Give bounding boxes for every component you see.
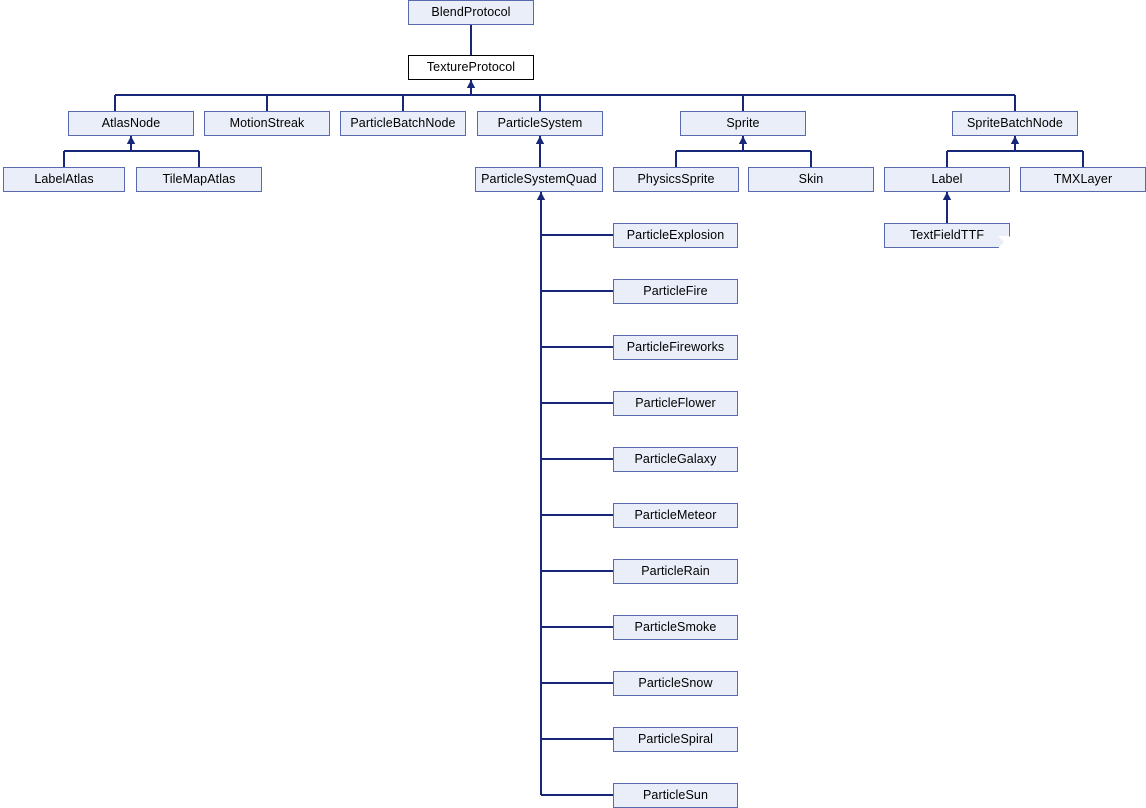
class-node-labelatlas[interactable]: LabelAtlas (3, 167, 125, 192)
class-node-particlemeteor[interactable]: ParticleMeteor (613, 503, 738, 528)
class-node-label: ParticleSpiral (637, 732, 714, 747)
class-node-label: TMXLayer (1053, 172, 1113, 187)
class-node-label: BlendProtocol (431, 5, 511, 20)
class-node-tilemapatlas[interactable]: TileMapAtlas (136, 167, 262, 192)
inheritance-arrowhead (738, 136, 748, 144)
class-node-particleflower[interactable]: ParticleFlower (613, 391, 738, 416)
inheritance-arrowhead (536, 192, 546, 200)
class-node-label: ParticleBatchNode (350, 116, 456, 131)
class-node-label: ParticleSnow (638, 676, 713, 691)
class-node-label: Skin (798, 172, 824, 187)
class-node-motionstreak[interactable]: MotionStreak (204, 111, 330, 136)
class-node-textfieldttf[interactable]: TextFieldTTF (884, 223, 1010, 248)
edge-group-particlesystemquad-children-trunk (536, 192, 613, 796)
inheritance-arrowhead (466, 80, 476, 88)
class-node-particlesystemquad[interactable]: ParticleSystemQuad (475, 167, 603, 192)
edge-group-label-to-textfieldttf (942, 192, 952, 223)
class-node-label: ParticleFireworks (626, 340, 725, 355)
edge-group-particlesystem-to-quad (535, 136, 545, 167)
class-node-particlesun[interactable]: ParticleSun (613, 783, 738, 808)
class-node-particlegalaxy[interactable]: ParticleGalaxy (613, 447, 738, 472)
class-node-atlasnode[interactable]: AtlasNode (68, 111, 194, 136)
class-node-label: AtlasNode (101, 116, 161, 131)
inheritance-arrowhead (126, 136, 136, 144)
class-node-skin[interactable]: Skin (748, 167, 874, 192)
class-node-label: ParticleExplosion (626, 228, 725, 243)
class-node-label: TextFieldTTF (909, 228, 985, 243)
class-node-particleexplosion[interactable]: ParticleExplosion (613, 223, 738, 248)
class-node-spritebatchnode[interactable]: SpriteBatchNode (952, 111, 1078, 136)
inheritance-arrowhead (1010, 136, 1020, 144)
class-node-label: ParticleFlower (635, 396, 716, 411)
class-node-label: ParticleSun (642, 788, 709, 803)
inheritance-arrowhead (942, 192, 952, 200)
class-node-particlesnow[interactable]: ParticleSnow (613, 671, 738, 696)
class-node-label: ParticleRain (641, 564, 710, 579)
class-node-particlebatchnode[interactable]: ParticleBatchNode (340, 111, 466, 136)
class-node-label: SpriteBatchNode (966, 116, 1063, 131)
class-node-label: LabelAtlas (34, 172, 94, 187)
class-node-blendprotocol[interactable]: BlendProtocol (408, 0, 534, 25)
edge-group-sprite-children (675, 136, 812, 167)
class-node-label: ParticleFire (643, 284, 708, 299)
class-node-label: TextureProtocol (426, 60, 516, 75)
class-node-label: Label (931, 172, 963, 187)
class-node-label: MotionStreak (229, 116, 305, 131)
class-node-label: ParticleSystemQuad (481, 172, 597, 187)
class-node-physicssprite[interactable]: PhysicsSprite (613, 167, 739, 192)
class-node-label: TileMapAtlas (162, 172, 236, 187)
edge-group-spritebatchnode-children (946, 136, 1084, 167)
class-node-particlespiral[interactable]: ParticleSpiral (613, 727, 738, 752)
class-node-particlefire[interactable]: ParticleFire (613, 279, 738, 304)
edge-group-atlasnode-children (63, 136, 200, 167)
class-node-sprite[interactable]: Sprite (680, 111, 806, 136)
class-node-tmxlayer[interactable]: TMXLayer (1020, 167, 1146, 192)
class-node-particlesystem[interactable]: ParticleSystem (477, 111, 603, 136)
class-node-particlefireworks[interactable]: ParticleFireworks (613, 335, 738, 360)
class-node-particlerain[interactable]: ParticleRain (613, 559, 738, 584)
class-node-label: ParticleGalaxy (634, 452, 717, 467)
class-node-label: ParticleSmoke (634, 620, 717, 635)
class-node-label: ParticleSystem (497, 116, 583, 131)
edge-group-textureprotocol-to-row2 (114, 80, 1016, 111)
inheritance-arrowhead (535, 136, 545, 144)
class-node-label: ParticleMeteor (634, 508, 717, 523)
class-node-label: Sprite (726, 116, 760, 131)
class-node-label: PhysicsSprite (637, 172, 715, 187)
class-node-particlesmoke[interactable]: ParticleSmoke (613, 615, 738, 640)
class-node-textureprotocol[interactable]: TextureProtocol (408, 55, 534, 80)
class-node-label[interactable]: Label (884, 167, 1010, 192)
